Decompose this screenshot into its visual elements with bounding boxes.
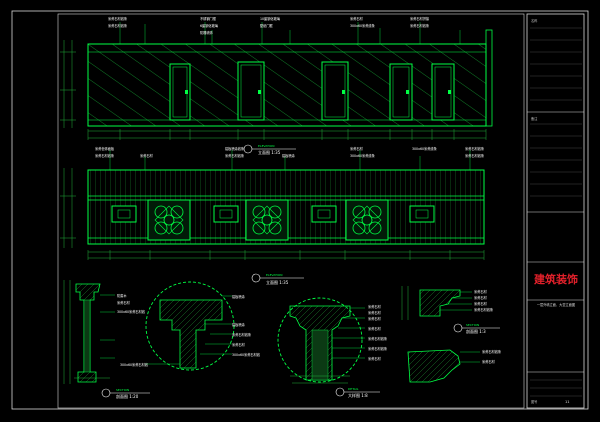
svg-text:ELEVATION: ELEVATION xyxy=(258,144,274,148)
annotation-label: 米黄石材 xyxy=(140,153,154,158)
annotation-label: 米黄石材线条 xyxy=(474,307,494,312)
detail-title: 大样图 1:8 xyxy=(348,392,368,398)
view-title-elev-1: ELEVATION 立面图 1:35 xyxy=(243,144,296,155)
annotation-label: 米黄石材线条 xyxy=(108,16,128,21)
annotation-label: 米黄石材 xyxy=(368,356,382,361)
annotation-label: 300x60米黄线条 xyxy=(350,153,376,158)
logo-text: 建筑装饰 xyxy=(534,272,578,286)
annotation-label: 米黄石材线条 xyxy=(108,23,128,28)
section-right-title: 剖面图 1:3 xyxy=(466,328,486,334)
view-title-section-left: SECTION 剖面图 1:20 xyxy=(101,388,150,399)
wall-window xyxy=(111,205,137,223)
svg-text:ELEVATION: ELEVATION xyxy=(266,273,282,277)
annotation-label: 6厘钢化玻璃 xyxy=(200,23,219,28)
annotation-label: 米黄石材 xyxy=(232,342,246,347)
sheet-border xyxy=(11,10,589,410)
title-block-remark-label: 备注 xyxy=(531,116,538,121)
detail-mid xyxy=(277,297,365,384)
elevation-2 xyxy=(60,150,485,260)
annotation-label: 不锈钢门框 xyxy=(200,16,217,21)
annotation-label: 铝板喷涂 xyxy=(232,294,246,299)
door-3 xyxy=(321,61,349,121)
annotation-label: 米黄石材 xyxy=(368,316,382,321)
annotation-label: 米黄石材 xyxy=(368,326,382,331)
drawing-frame xyxy=(57,13,525,409)
title-block-name-label: 名称 xyxy=(531,18,538,23)
detail-circle-2 xyxy=(277,297,363,383)
door-5 xyxy=(431,63,455,121)
annotation-label: 300x60米黄石材线 xyxy=(120,362,149,367)
annotation-label: 米黄石材线条 xyxy=(465,153,485,158)
annotation-label: 300x60米黄石材线 xyxy=(232,352,261,357)
door-1 xyxy=(169,63,191,121)
annotation-label: 米黄石材 xyxy=(474,289,488,294)
annotation-label: 米黄石材线条 xyxy=(482,349,502,354)
annotation-label: 米黄石材线条 xyxy=(368,346,388,351)
view-title-elev-2: ELEVATION 立面图 1:35 xyxy=(251,273,304,285)
annotation-label: 铝板喷涂线条 xyxy=(225,146,245,151)
annotation-label: 米黄石材 xyxy=(474,295,488,300)
section-left-title: 剖面图 1:20 xyxy=(116,393,139,399)
section-left xyxy=(63,280,235,384)
annotation-label: 米黄石材 xyxy=(482,359,496,364)
annotation-label: 米黄石材 xyxy=(350,146,364,151)
elevation-1-title: 立面图 1:35 xyxy=(258,149,281,155)
annotation-label: 防雕墙饰 xyxy=(200,30,213,35)
annotation-label: 300x60米黄线条 xyxy=(350,23,376,28)
sheet-label: 图号 xyxy=(531,399,537,404)
wall-window xyxy=(311,205,337,223)
annotation-label: 米黄石材 xyxy=(368,310,382,315)
view-title-detail: DETAIL 大样图 1:8 xyxy=(335,387,380,398)
section-right xyxy=(401,286,480,383)
annotation-label: 米黄石材线条 xyxy=(232,332,252,337)
annotation-label: 铝板喷涂 xyxy=(232,322,246,327)
annotation-label: 米黄石材 xyxy=(350,16,364,21)
svg-text:DETAIL: DETAIL xyxy=(348,387,359,391)
annotation-label: 300x60米黄线条 xyxy=(412,146,438,151)
elevation-1-wall xyxy=(87,43,487,127)
door-4 xyxy=(389,63,413,121)
logo xyxy=(531,268,581,288)
wall-window xyxy=(409,205,435,223)
annotation-layer: 米黄石材线条米黄石材线条不锈钢门框6厘钢化玻璃防雕墙饰10厘钢化玻璃壁纸门框米黄… xyxy=(95,16,502,367)
elevation-2-title: 立面图 1:35 xyxy=(266,279,289,285)
annotation-label: 米黄石材 xyxy=(117,300,131,305)
annotation-label: 10厘钢化玻璃 xyxy=(260,16,281,21)
svg-text:SECTION: SECTION xyxy=(116,388,129,392)
drawing-name: 一层外墙立面、大堂立面图 xyxy=(537,302,575,307)
annotation-label: 米黄石材线条 xyxy=(225,153,245,158)
annotation-label: 米黄石材 xyxy=(368,304,382,309)
detail-circle-1 xyxy=(145,281,235,371)
annotation-label: 壁纸门框 xyxy=(260,23,274,28)
sheet-number: 11 xyxy=(565,400,570,404)
annotation-label: 米黄石材 xyxy=(474,301,488,306)
annotation-label: 米黄石材拼接 xyxy=(410,16,430,21)
wall-window xyxy=(213,205,239,223)
annotation-label: 铝板喷涂 xyxy=(282,153,296,158)
annotation-label: 米黄色饰面板 xyxy=(95,146,115,151)
view-title-section-right: SECTION 剖面图 1:3 xyxy=(453,323,500,334)
annotation-label: 米黄石材线条 xyxy=(410,23,430,28)
elevation-1 xyxy=(60,22,493,140)
title-block: 名称 备注 建筑装饰 一层外墙立面、大堂立面图 图号 11 xyxy=(526,13,585,409)
annotation-label: 米黄石材线条 xyxy=(95,153,115,158)
svg-text:SECTION: SECTION xyxy=(466,323,479,327)
annotation-label: 米黄石材线条 xyxy=(368,336,388,341)
annotation-label: 300x60米黄石材线 xyxy=(117,309,146,314)
annotation-label: 米黄石材线条 xyxy=(465,146,485,151)
annotation-label: 防腐木 xyxy=(117,293,127,298)
